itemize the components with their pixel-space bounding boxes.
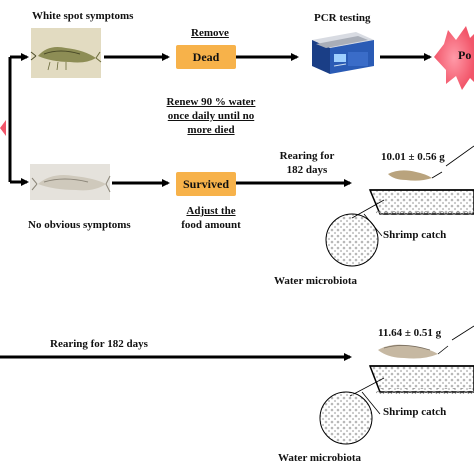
rearing-bottom-label: Rearing for 182 days [50, 338, 148, 350]
renew-line1: Renew 90 % water [166, 96, 256, 108]
branch-bracket [0, 53, 29, 186]
adjust-line1: Adjust the [186, 205, 236, 217]
weight-top-label: 10.01 ± 0.56 g [381, 151, 445, 163]
shrimp-tank-icon-bottom [368, 365, 474, 394]
dead-box: Dead [176, 45, 236, 69]
renew-line2: once daily until no [167, 110, 255, 122]
remove-label: Remove [191, 27, 229, 39]
pcr-label: PCR testing [314, 12, 371, 24]
water-microbiota-top-label: Water microbiota [274, 275, 357, 287]
shrimp-catch-bottom-label: Shrimp catch [383, 406, 447, 418]
renew-line3: more died [187, 124, 235, 136]
shrimp-catch-top-label: Shrimp catch [383, 229, 447, 241]
microbiota-circle-icon-bottom [319, 391, 373, 445]
pcr-machine-icon [312, 32, 374, 74]
shrimp-small-icon-bottom [378, 344, 449, 359]
positive-burst-icon [434, 26, 474, 90]
rearing-line2: 182 days [286, 164, 328, 176]
red-marker-icon [0, 120, 6, 136]
adjust-line2: food amount [181, 219, 241, 231]
weight-bottom-label: 11.64 ± 0.51 g [378, 327, 442, 339]
rearing-line1: Rearing for [279, 150, 335, 162]
shrimp-photo-diseased [30, 28, 102, 78]
white-spot-label: White spot symptoms [32, 10, 134, 22]
survived-box: Survived [176, 172, 236, 196]
water-microbiota-bottom-label: Water microbiota [278, 452, 361, 464]
positive-label: Po [458, 48, 472, 62]
shrimp-small-icon-top [388, 170, 443, 181]
no-symptoms-label: No obvious symptoms [28, 219, 131, 231]
microbiota-circle-icon-top [325, 213, 379, 267]
shrimp-tank-icon [368, 189, 474, 216]
shrimp-photo-healthy [30, 164, 111, 200]
